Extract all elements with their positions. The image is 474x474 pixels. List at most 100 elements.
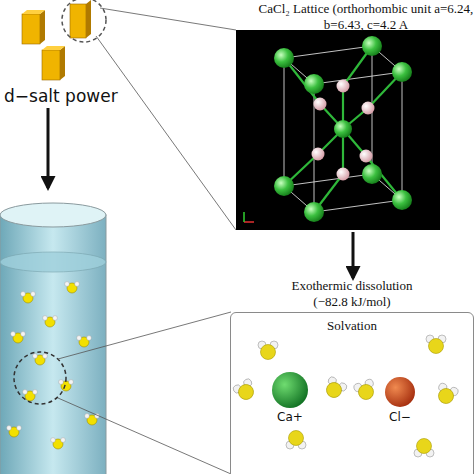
hydrogen-atom	[270, 341, 278, 349]
unit-cell-edge	[284, 46, 372, 58]
particle-core	[13, 333, 23, 343]
particle	[77, 336, 92, 347]
water-molecule	[426, 335, 446, 354]
unit-cell-edge	[284, 58, 314, 84]
lattice-atom	[274, 176, 294, 196]
hydrogen-atom	[242, 377, 253, 388]
leader-line	[100, 8, 236, 30]
particle-hydrogen	[31, 292, 36, 297]
particle-hydrogen	[33, 354, 38, 359]
particle	[7, 426, 22, 437]
oxygen-atom	[356, 382, 375, 401]
salt-slab-side	[60, 46, 65, 80]
hydrogen-atom	[337, 381, 348, 392]
axis-glyph	[244, 221, 254, 223]
water-molecule	[434, 382, 459, 406]
particle-hydrogen	[43, 316, 48, 321]
process-arrow	[352, 232, 355, 278]
particle-hydrogen	[59, 380, 64, 385]
unit-cell-edge	[284, 58, 285, 186]
leader-line	[58, 398, 231, 474]
particle-hydrogen	[53, 316, 58, 321]
lattice-heading: CaCl₂ Lattice (orthorhombic unit a=6.24,…	[258, 1, 474, 33]
salt-slab	[22, 14, 40, 44]
particle-hydrogen	[87, 336, 92, 341]
particle-core	[23, 293, 33, 303]
particle-core	[25, 391, 35, 401]
particle	[51, 438, 66, 449]
ion-circle: Cl−	[380, 372, 420, 428]
particle-core	[87, 415, 97, 425]
leader-line	[58, 312, 231, 359]
ion-sphere	[380, 372, 420, 412]
oxygen-atom	[436, 386, 455, 405]
water-molecule	[258, 341, 278, 360]
unit-cell-edge	[402, 72, 403, 200]
water-surface	[0, 252, 106, 272]
box-title: Solvation	[230, 318, 474, 334]
particle	[43, 316, 58, 327]
process-arrow	[47, 108, 50, 188]
lattice-atom	[337, 80, 350, 93]
particle-hydrogen	[17, 426, 22, 431]
unit-cell-edge	[314, 200, 402, 212]
water-molecules	[232, 335, 459, 457]
beaker-body	[0, 215, 106, 474]
particle	[59, 380, 74, 391]
lattice-atom	[337, 168, 350, 181]
hydrogen-atom	[438, 335, 446, 343]
unit-cell-edge	[372, 46, 402, 72]
lattice-atom	[304, 74, 324, 94]
hydrogen-atom	[449, 386, 459, 396]
particle-hydrogen	[75, 282, 80, 287]
bond	[368, 72, 402, 108]
particle	[33, 354, 48, 365]
particle-hydrogen	[7, 426, 12, 431]
oxygen-atom	[289, 431, 304, 446]
unit-cell-edge	[314, 84, 315, 212]
hydrogen-atom	[327, 375, 338, 386]
hydrogen-atom	[258, 341, 266, 349]
particle-core	[45, 317, 55, 327]
bond	[342, 129, 344, 174]
hydrogen-atom	[232, 383, 243, 394]
bond	[343, 108, 368, 129]
lattice-atom	[362, 164, 382, 184]
lattice-atom	[392, 62, 412, 82]
unit-cell-edge	[314, 72, 402, 84]
hydrogen-atom	[353, 382, 363, 392]
particle-hydrogen	[23, 390, 28, 395]
material-label: d−salt power	[4, 86, 118, 106]
salt-slab-top	[42, 46, 65, 50]
unit-cell-edge	[284, 174, 372, 186]
particle-core	[9, 427, 19, 437]
hydrogen-atom	[364, 378, 374, 388]
axis-glyph	[243, 212, 245, 222]
salt-slab-top	[22, 10, 45, 14]
solvation-box: Exothermic dissolution (−82.8 kJ/mol) Sol…	[230, 278, 474, 474]
hydrogen-atom	[426, 335, 434, 343]
water-molecule	[353, 378, 378, 402]
bond	[284, 154, 318, 186]
unit-cell-edge	[372, 46, 373, 174]
salt-slab	[70, 4, 86, 38]
water-molecule	[286, 431, 306, 450]
bond	[366, 156, 402, 200]
particle-core	[35, 355, 45, 365]
particle	[21, 292, 36, 303]
particle-hydrogen	[21, 292, 26, 297]
lattice-model	[274, 36, 412, 222]
hydrogen-atom	[414, 449, 422, 457]
lattice-atom	[312, 148, 325, 161]
oxygen-atom	[236, 382, 256, 402]
particle-core	[53, 439, 63, 449]
salt-slab-side	[86, 0, 91, 38]
hydrogen-atom	[298, 441, 306, 449]
process-label: Exothermic dissolution (−82.8 kJ/mol)	[277, 278, 427, 310]
bond	[314, 174, 343, 212]
ion-sphere	[385, 377, 415, 407]
oxygen-atom	[261, 345, 276, 360]
particle-hydrogen	[33, 390, 38, 395]
unit-cell-edge	[284, 186, 314, 212]
